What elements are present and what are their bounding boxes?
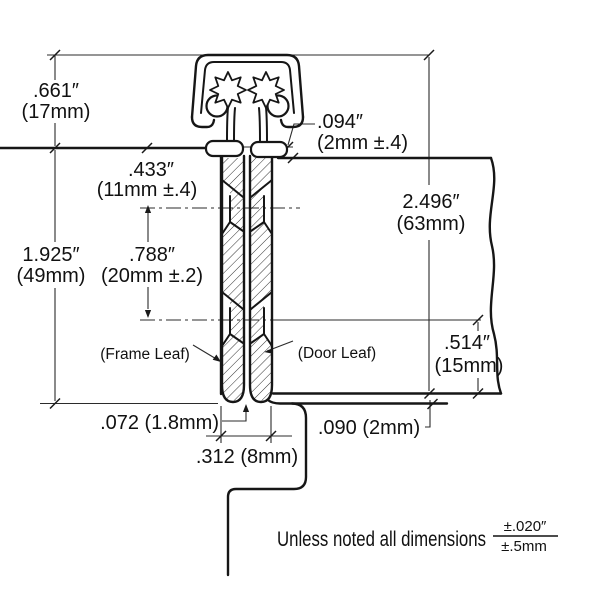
leader-leaf-gap [222, 411, 247, 422]
right-gear-leaf-teeth [247, 71, 285, 109]
dim-leaf-width-mm: (49mm) [17, 265, 86, 287]
frame-leaf-label: (Frame Leaf) [100, 346, 190, 363]
door-leaf-slot-1 [250, 179, 273, 235]
dim-first-hole-mm: (11mm ±.4) [97, 179, 198, 201]
hinge-leaves [220, 154, 274, 404]
frame-stop-step-profile [226, 402, 308, 577]
tolerance-inches: ±.020″ [504, 518, 547, 535]
tolerance-metric: ±.5mm [501, 538, 547, 555]
dim-door-clearance: .090 (2mm) [318, 417, 420, 439]
frame-leaf-slot-2 [221, 291, 244, 347]
door-leaf-slot-2 [250, 291, 273, 347]
arrow-hole-spacing-bottom [144, 310, 152, 318]
dim-hole-spacing-in: .788″ [129, 244, 175, 266]
dim-face-offset-in: .094″ [317, 111, 363, 133]
dim-first-hole-in: .433″ [128, 159, 174, 181]
leader-frame-leaf [192, 344, 219, 361]
cap-outer-profile [190, 53, 305, 119]
frame-stop-face-profile [266, 398, 449, 405]
leader-door-clearance [425, 400, 431, 428]
tolerance-note: Unless noted all dimensions ±.020″ ±.5mm [277, 518, 558, 555]
dim-leaf-gap: .072 (1.8mm) [100, 412, 219, 434]
dimension-texts: .661″ (17mm) .433″ (11mm ±.4) .788″ (20m… [17, 80, 504, 468]
door-leaf-foot [249, 140, 289, 159]
dim-face-offset-mm: (2mm ±.4) [317, 132, 408, 154]
door-break-line [488, 156, 503, 395]
cap-lip-left [190, 115, 216, 129]
frame-leaf-slot-1 [221, 179, 244, 235]
door-leaf-label: (Door Leaf) [298, 345, 376, 362]
tolerance-note-text: Unless noted all dimensions [277, 528, 486, 551]
leader-face-offset [287, 123, 315, 146]
right-stem-outer [265, 106, 268, 143]
door-leaf-outline [248, 154, 274, 404]
frame-leaf-outline [220, 154, 246, 404]
left-stem-inner [233, 107, 236, 142]
dim-door-edge-mm: (15mm) [435, 355, 504, 377]
dim-cap-height-mm: (17mm) [22, 101, 91, 123]
left-gear-leaf-teeth [209, 71, 247, 109]
gear-cap-assembly [190, 53, 305, 159]
arrow-frame-leaf [212, 354, 221, 362]
dim-overall-in: 2.496″ [402, 191, 459, 213]
arrow-hole-spacing-top [144, 205, 152, 213]
cap-lip-right [279, 115, 305, 129]
dim-leaf-width-in: 1.925″ [22, 244, 79, 266]
dim-cap-height-in: .661″ [33, 80, 79, 102]
dimension-lines [54, 55, 479, 437]
frame-leaf-foot [204, 139, 245, 158]
right-stem-inner [258, 107, 261, 143]
dim-hole-spacing-mm: (20mm ±.2) [101, 265, 203, 287]
dim-door-edge-in: .514″ [444, 332, 490, 354]
arrow-leaf-gap [242, 404, 250, 412]
cap-inner-wall [200, 61, 295, 114]
dim-hinge-width: .312 (8mm) [196, 446, 298, 468]
dim-overall-mm: (63mm) [397, 213, 466, 235]
left-stem-outer [226, 106, 229, 142]
